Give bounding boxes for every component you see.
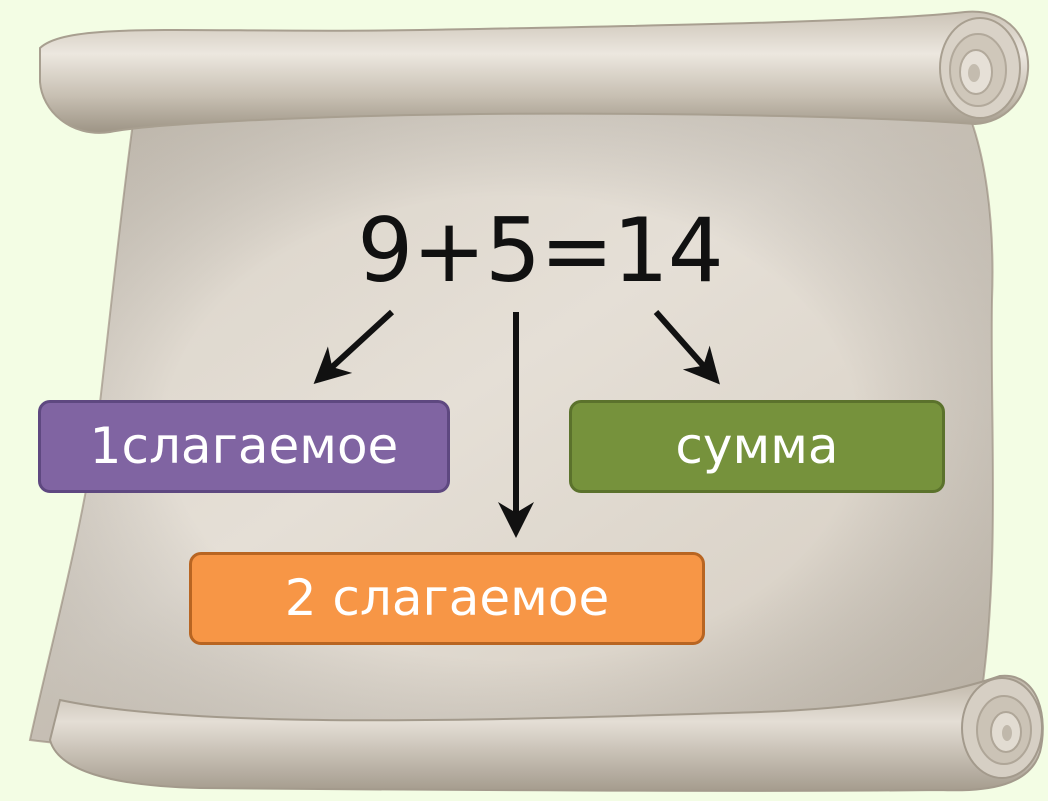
second-addend-label: 2 слагаемое xyxy=(284,569,610,627)
first-addend-box: 1слагаемое xyxy=(38,400,450,493)
sum-box: сумма xyxy=(569,400,945,493)
sum-label: сумма xyxy=(675,417,839,475)
first-addend-label: 1слагаемое xyxy=(89,417,399,475)
arrow-to-first-addend-icon xyxy=(313,309,395,385)
second-addend-box: 2 слагаемое xyxy=(189,552,705,645)
equation-text: 9+5=14 xyxy=(357,199,723,302)
arrow-to-sum-icon xyxy=(653,310,720,385)
